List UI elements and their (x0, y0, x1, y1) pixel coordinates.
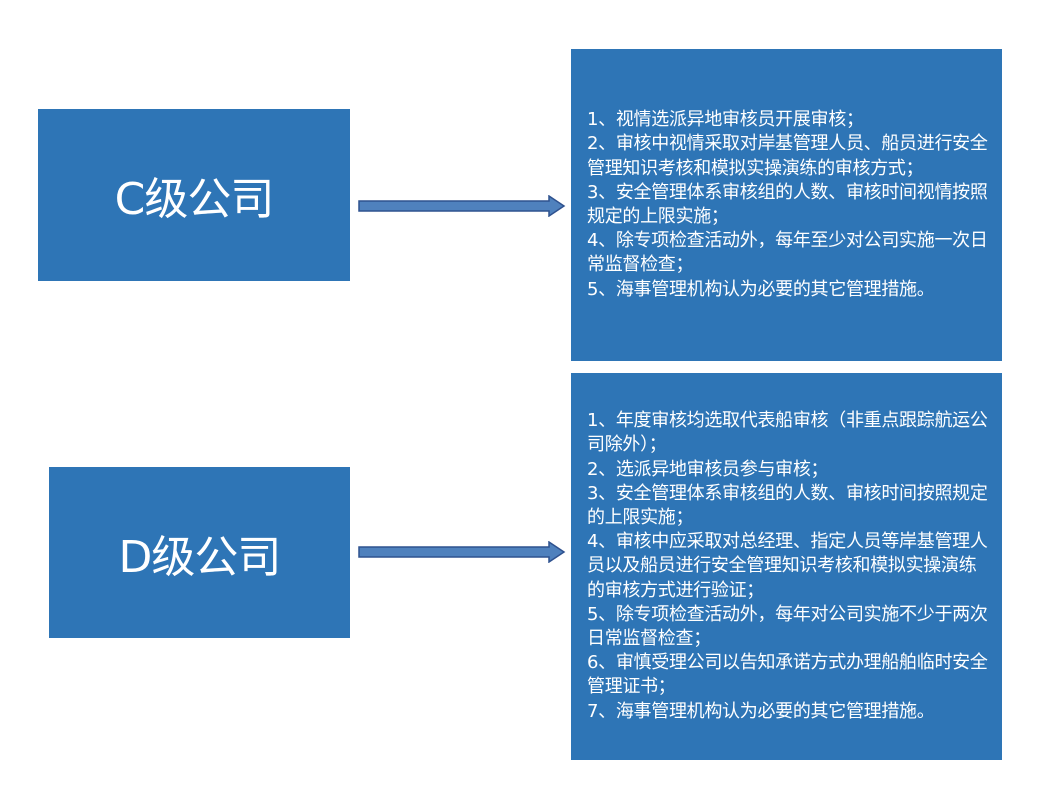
d-company-measures-box: 1、年度审核均选取代表船审核（非重点跟踪航运公司除外）； 2、选派异地审核员参与… (571, 373, 1002, 760)
d-measure-item: 5、除专项检查活动外，每年对公司实施不少于两次日常监督检查； (587, 603, 988, 649)
d-company-measures-list: 1、年度审核均选取代表船审核（非重点跟踪航运公司除外）； 2、选派异地审核员参与… (587, 409, 994, 724)
d-measure-item: 3、安全管理体系审核组的人数、审核时间按照规定的上限实施； (587, 482, 988, 528)
c-company-box: C级公司 (38, 109, 350, 281)
d-measure-item: 6、审慎受理公司以告知承诺方式办理船舶临时安全管理证书； (587, 652, 988, 698)
c-measure-item: 2、审核中视情采取对岸基管理人员、船员进行安全管理知识考核和模拟实操演练的审核方… (587, 133, 988, 179)
d-company-box: D级公司 (49, 467, 350, 638)
d-measure-item: 1、年度审核均选取代表船审核（非重点跟踪航运公司除外）； (587, 410, 988, 456)
c-measure-item: 4、除专项检查活动外，每年至少对公司实施一次日常监督检查； (587, 230, 988, 276)
d-company-label: D级公司 (118, 531, 282, 583)
d-measure-item: 2、选派异地审核员参与审核； (587, 458, 829, 480)
c-measure-item: 1、视情选派异地审核员开展审核； (587, 109, 864, 131)
d-measure-item: 4、审核中应采取对总经理、指定人员等岸基管理人员以及船员进行安全管理知识考核和模… (587, 531, 988, 601)
c-measure-item: 5、海事管理机构认为必要的其它管理措施。 (587, 278, 935, 300)
c-company-arrow (358, 195, 566, 217)
c-company-measures-box: 1、视情选派异地审核员开展审核； 2、审核中视情采取对岸基管理人员、船员进行安全… (571, 49, 1002, 361)
d-measure-item: 7、海事管理机构认为必要的其它管理措施。 (587, 700, 935, 722)
c-company-measures-list: 1、视情选派异地审核员开展审核； 2、审核中视情采取对岸基管理人员、船员进行安全… (587, 108, 994, 302)
c-measure-item: 3、安全管理体系审核组的人数、审核时间视情按照规定的上限实施； (587, 181, 988, 227)
d-company-arrow (358, 541, 566, 563)
c-company-label: C级公司 (114, 174, 275, 225)
